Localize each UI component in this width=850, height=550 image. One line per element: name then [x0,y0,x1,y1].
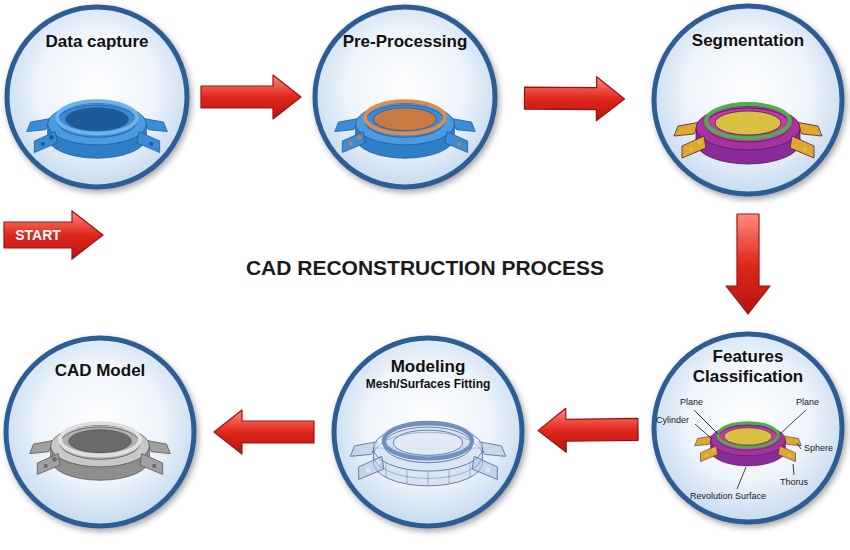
step-title: CAD Model [25,361,175,381]
flow-arrow [726,214,770,314]
circle-border [654,6,842,194]
circle-border [654,334,842,522]
label-slot: Revolution Surface [690,492,766,502]
circle-outline [312,4,498,190]
circle-outline [4,4,190,190]
title-slot: CAD RECONSTRUCTION PROCESS [0,256,850,280]
feature-label: Thorus [780,478,808,488]
step-title: Segmentation [673,31,823,51]
circle-border [6,338,194,526]
step-title: Modeling [353,357,503,377]
label-slot: START [4,222,72,248]
feature-label: Sphere [804,444,833,454]
diagram-title: CAD RECONSTRUCTION PROCESS [246,256,604,280]
process-circle: Pre-Processing [312,4,498,190]
start-arrow [4,211,103,259]
flow-arrow [201,75,301,119]
label-slot: Cylinder [656,416,689,426]
feature-label: Plane [796,398,819,408]
circle-border [315,7,495,187]
circle-border [334,338,522,526]
step-title: Pre-Processing [330,32,480,52]
flow-arrow [524,77,624,121]
label-slot: Sphere [804,444,833,454]
flow-arrow [538,408,638,452]
start-label: START [15,227,61,243]
process-circle: Segmentation [651,3,845,197]
feature-label: Revolution Surface [690,492,766,502]
process-circle: CAD Model [3,335,197,529]
circle-border [7,7,187,187]
step-title: Data capture [22,32,172,52]
process-circle: ModelingMesh/Surfaces Fitting [331,335,525,529]
flow-arrow [214,410,314,454]
label-slot: Plane [796,398,819,408]
label-slot: Thorus [780,478,808,488]
feature-label: Plane [680,398,703,408]
step-title: Features Classification [673,347,823,388]
process-circle: Data capture [4,4,190,190]
step-subtitle: Mesh/Surfaces Fitting [348,377,508,391]
label-slot: Plane [680,398,703,408]
feature-label: Cylinder [656,416,689,426]
